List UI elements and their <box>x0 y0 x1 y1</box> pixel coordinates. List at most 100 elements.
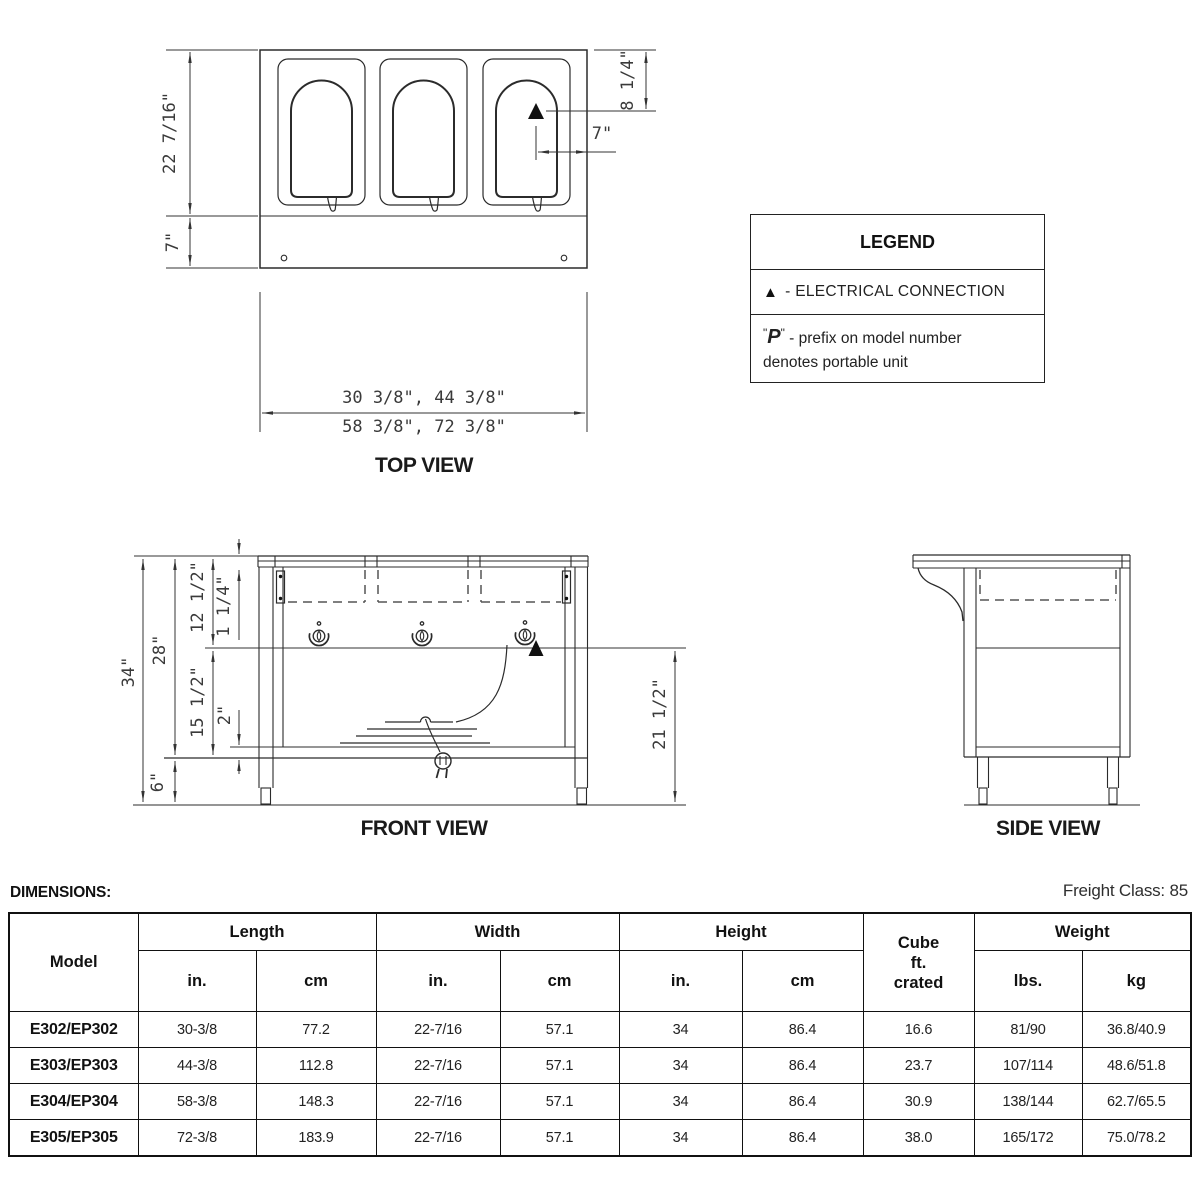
cell-height-in: 34 <box>618 1083 743 1120</box>
cell-length-in: 58-3/8 <box>137 1083 257 1120</box>
top-view-dim-lines <box>166 49 656 432</box>
leg-foot <box>978 787 988 805</box>
cell-length-in: 72-3/8 <box>137 1119 257 1157</box>
side-legs <box>976 757 1120 805</box>
legs-and-walls <box>258 567 589 805</box>
col-header-weight-lbs: lbs. <box>973 950 1083 1012</box>
front-view-label: FRONT VIEW <box>360 817 488 840</box>
top-view-drawing <box>166 49 656 432</box>
col-header-cube: Cube ft. crated <box>862 912 975 1012</box>
cell-model: E304/EP304 <box>8 1083 139 1120</box>
cell-width-in: 22-7/16 <box>375 1083 501 1120</box>
cell-height-in: 34 <box>618 1047 743 1084</box>
cell-weight-kg: 75.0/78.2 <box>1081 1119 1192 1157</box>
side-view-label: SIDE VIEW <box>995 817 1101 840</box>
cell-width-in: 22-7/16 <box>375 1119 501 1157</box>
col-header-height-cm: cm <box>741 950 864 1012</box>
control-knob-1 <box>308 621 330 647</box>
screw-hole-left <box>280 254 288 262</box>
cell-width-cm: 57.1 <box>499 1119 620 1157</box>
dim-shelf-edge: 2" <box>215 704 235 726</box>
cell-height-in: 34 <box>618 1011 743 1048</box>
power-plug <box>434 752 452 779</box>
col-header-width-in: in. <box>375 950 501 1012</box>
cell-model: E303/EP303 <box>8 1047 139 1084</box>
hidden-wells <box>288 570 561 603</box>
electrical-connection-marker <box>528 640 544 656</box>
legend-portable-line2: denotes portable unit <box>763 354 908 371</box>
col-group-length: Length <box>137 912 377 951</box>
cell-length-cm: 77.2 <box>255 1011 377 1048</box>
leg-foot <box>576 787 588 805</box>
control-knob-2 <box>411 621 433 647</box>
table-row: E303/EP303 44-3/8 112.8 22-7/16 57.1 34 … <box>8 1047 1192 1084</box>
col-group-weight: Weight <box>973 912 1192 951</box>
dim-lengths-line2: 58 3/8", 72 3/8" <box>342 417 506 437</box>
col-header-length-cm: cm <box>255 950 377 1012</box>
dimensions-table: Model Length Width Height Cube ft. crate… <box>8 912 1193 1157</box>
electrical-connection-marker <box>528 103 656 160</box>
power-cord <box>340 644 508 753</box>
portable-prefix: P <box>767 326 781 348</box>
quote-open: " <box>763 326 768 340</box>
col-group-width: Width <box>375 912 620 951</box>
cell-cube: 23.7 <box>862 1047 975 1084</box>
legend-portable-line1: - prefix on model number <box>784 330 962 347</box>
cell-weight-lbs: 81/90 <box>973 1011 1083 1048</box>
dim-counter-edge: 1 1/4" <box>214 575 234 637</box>
col-header-width-cm: cm <box>499 950 620 1012</box>
cell-model: E305/EP305 <box>8 1119 139 1157</box>
side-countertop <box>912 554 1131 569</box>
cell-model: E302/EP302 <box>8 1011 139 1048</box>
side-hidden-well <box>979 570 1117 601</box>
control-knob-3 <box>514 620 536 646</box>
dim-leg: 6" <box>148 771 168 793</box>
dim-clearance: 21 1/2" <box>650 678 670 750</box>
cell-weight-kg: 62.7/65.5 <box>1081 1083 1192 1120</box>
cell-length-cm: 183.9 <box>255 1119 377 1157</box>
quote-close: " <box>780 326 785 340</box>
dim-depth-top: 22 7/16" <box>160 92 180 174</box>
cell-cube: 16.6 <box>862 1011 975 1048</box>
col-header-weight-kg: kg <box>1081 950 1192 1012</box>
cell-height-in: 34 <box>618 1119 743 1157</box>
dim-elec-from-right: 7" <box>591 124 613 144</box>
electrical-triangle-icon: ▲ <box>763 283 779 301</box>
freight-class-label: Freight Class: 85 <box>1062 881 1188 900</box>
dim-depth-apron: 7" <box>163 231 183 253</box>
legend-box: LEGEND ▲ - ELECTRICAL CONNECTION "P" - p… <box>750 214 1045 383</box>
cell-weight-lbs: 165/172 <box>973 1119 1083 1157</box>
col-header-height-in: in. <box>618 950 743 1012</box>
col-group-height: Height <box>618 912 864 951</box>
table-row: E304/EP304 58-3/8 148.3 22-7/16 57.1 34 … <box>8 1083 1192 1120</box>
dim-work-height: 28" <box>150 634 170 666</box>
legend-portable-row: "P" - prefix on model number denotes por… <box>751 315 1044 375</box>
cell-width-in: 22-7/16 <box>375 1011 501 1048</box>
legend-title: LEGEND <box>751 215 1044 270</box>
top-view-body <box>259 49 588 269</box>
cell-height-cm: 86.4 <box>741 1011 864 1048</box>
cell-height-cm: 86.4 <box>741 1047 864 1084</box>
board-bracket <box>917 567 964 622</box>
side-undershelf <box>964 746 1130 758</box>
cell-weight-lbs: 107/114 <box>973 1047 1083 1084</box>
leg-foot <box>1108 787 1118 805</box>
table-row: E305/EP305 72-3/8 183.9 22-7/16 57.1 34 … <box>8 1119 1192 1157</box>
leg-foot <box>260 787 272 805</box>
screw-hole-right <box>560 254 568 262</box>
cell-length-cm: 112.8 <box>255 1047 377 1084</box>
cell-length-cm: 148.3 <box>255 1083 377 1120</box>
cell-width-cm: 57.1 <box>499 1083 620 1120</box>
side-view-drawing <box>912 554 1140 806</box>
cell-weight-kg: 36.8/40.9 <box>1081 1011 1192 1048</box>
cell-height-cm: 86.4 <box>741 1119 864 1157</box>
mounting-brackets <box>275 570 572 604</box>
cell-length-in: 44-3/8 <box>137 1047 257 1084</box>
cell-weight-lbs: 138/144 <box>973 1083 1083 1120</box>
legend-electrical-label: - ELECTRICAL CONNECTION <box>785 283 1006 300</box>
legend-electrical-row: ▲ - ELECTRICAL CONNECTION <box>751 270 1044 315</box>
dim-elec-from-top: 8 1/4" <box>618 49 638 111</box>
well-pans <box>277 58 571 206</box>
cell-height-cm: 86.4 <box>741 1083 864 1120</box>
table-row: E302/EP302 30-3/8 77.2 22-7/16 57.1 34 8… <box>8 1011 1192 1048</box>
